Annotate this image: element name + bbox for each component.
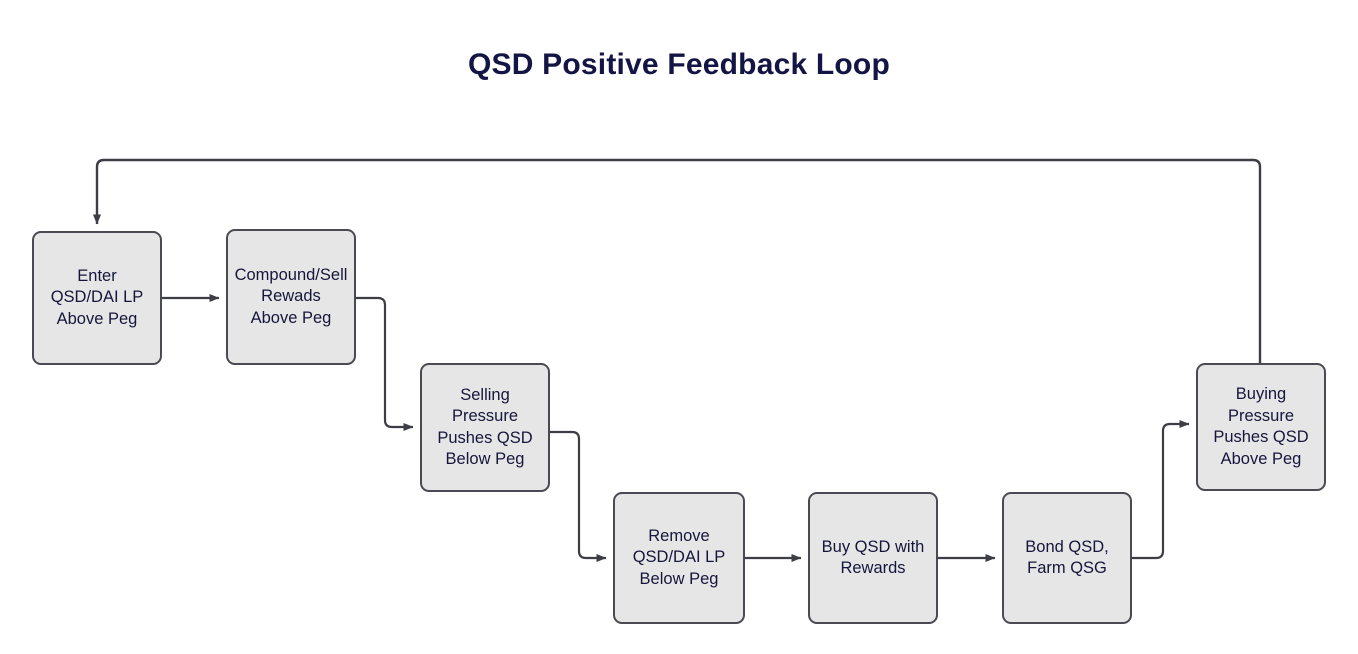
node-buying-pressure[interactable]: Buying Pressure Pushes QSD Above Peg <box>1196 363 1326 491</box>
node-label: Enter QSD/DAI LP Above Peg <box>50 266 144 328</box>
node-label: Buy QSD with Rewards <box>821 537 925 578</box>
node-label: Selling Pressure Pushes QSD Below Peg <box>437 385 533 469</box>
node-remove-qsd-dai-lp[interactable]: Remove QSD/DAI LP Below Peg <box>613 492 745 624</box>
node-compound-sell-rewards[interactable]: Compound/Sell Rewads Above Peg <box>226 229 356 365</box>
edge-buying-to-enter <box>93 158 1262 363</box>
node-buy-qsd-with-rewards[interactable]: Buy QSD with Rewards <box>808 492 938 624</box>
node-enter-qsd-dai-lp[interactable]: Enter QSD/DAI LP Above Peg <box>32 231 162 365</box>
node-label: Bond QSD, Farm QSG <box>1025 537 1109 578</box>
edge-bond-to-buying <box>1132 420 1190 560</box>
node-selling-pressure[interactable]: Selling Pressure Pushes QSD Below Peg <box>420 363 550 492</box>
node-label: Buying Pressure Pushes QSD Above Peg <box>1213 385 1309 468</box>
node-bond-qsd-farm-qsg[interactable]: Bond QSD, Farm QSG <box>1002 492 1132 624</box>
edge-compound-to-selling <box>356 296 414 431</box>
node-label: Compound/Sell Rewads Above Peg <box>234 265 348 327</box>
node-label: Remove QSD/DAI LP Below Peg <box>632 526 726 588</box>
edge-selling-to-remove <box>550 430 607 562</box>
page-title: QSD Positive Feedback Loop <box>468 48 890 81</box>
